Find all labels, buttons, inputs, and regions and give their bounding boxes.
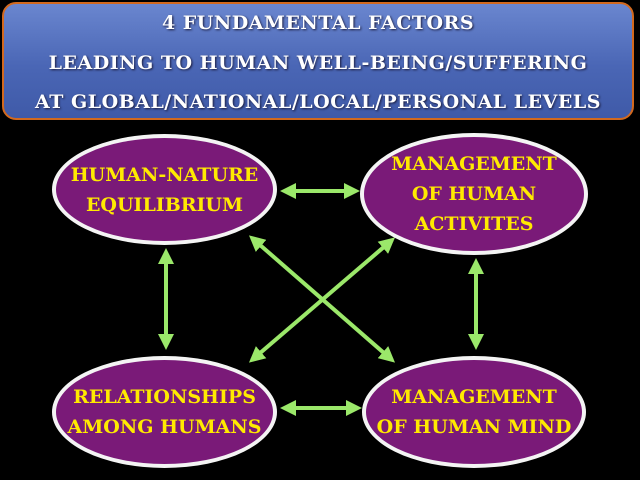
node-management-of-human-mind: MANAGEMENT OF HUMAN MIND <box>362 356 586 468</box>
node-human-nature-equilibrium: HUMAN-NATURE EQUILIBRIUM <box>52 134 277 245</box>
node-relationships-among-humans: RELATIONSHIPS AMONG HUMANS <box>52 356 277 468</box>
node-label-line: MANAGEMENT <box>391 153 557 175</box>
node-label-line: RELATIONSHIPS <box>73 386 256 408</box>
node-label-line: MANAGEMENT <box>391 386 557 408</box>
node-label-line: OF HUMAN <box>411 183 537 205</box>
title-banner: 4 FUNDAMENTAL FACTORS LEADING TO HUMAN W… <box>2 2 634 120</box>
node-label-line: HUMAN-NATURE <box>70 163 259 186</box>
node-label-line: ACTIVITES <box>414 213 534 235</box>
title-line-1: 4 FUNDAMENTAL FACTORS <box>161 12 475 34</box>
arrow-diagonal-up <box>248 237 396 363</box>
node-label-line: EQUILIBRIUM <box>85 193 244 216</box>
node-label-line: OF HUMAN MIND <box>376 416 572 438</box>
title-line-3: AT GLOBAL/NATIONAL/LOCAL/PERSONAL LEVELS <box>35 91 601 113</box>
node-label-line: AMONG HUMANS <box>67 416 262 438</box>
title-line-2: LEADING TO HUMAN WELL-BEING/SUFFERING <box>48 52 588 74</box>
node-management-of-human-activities: MANAGEMENT OF HUMAN ACTIVITES <box>360 133 588 255</box>
